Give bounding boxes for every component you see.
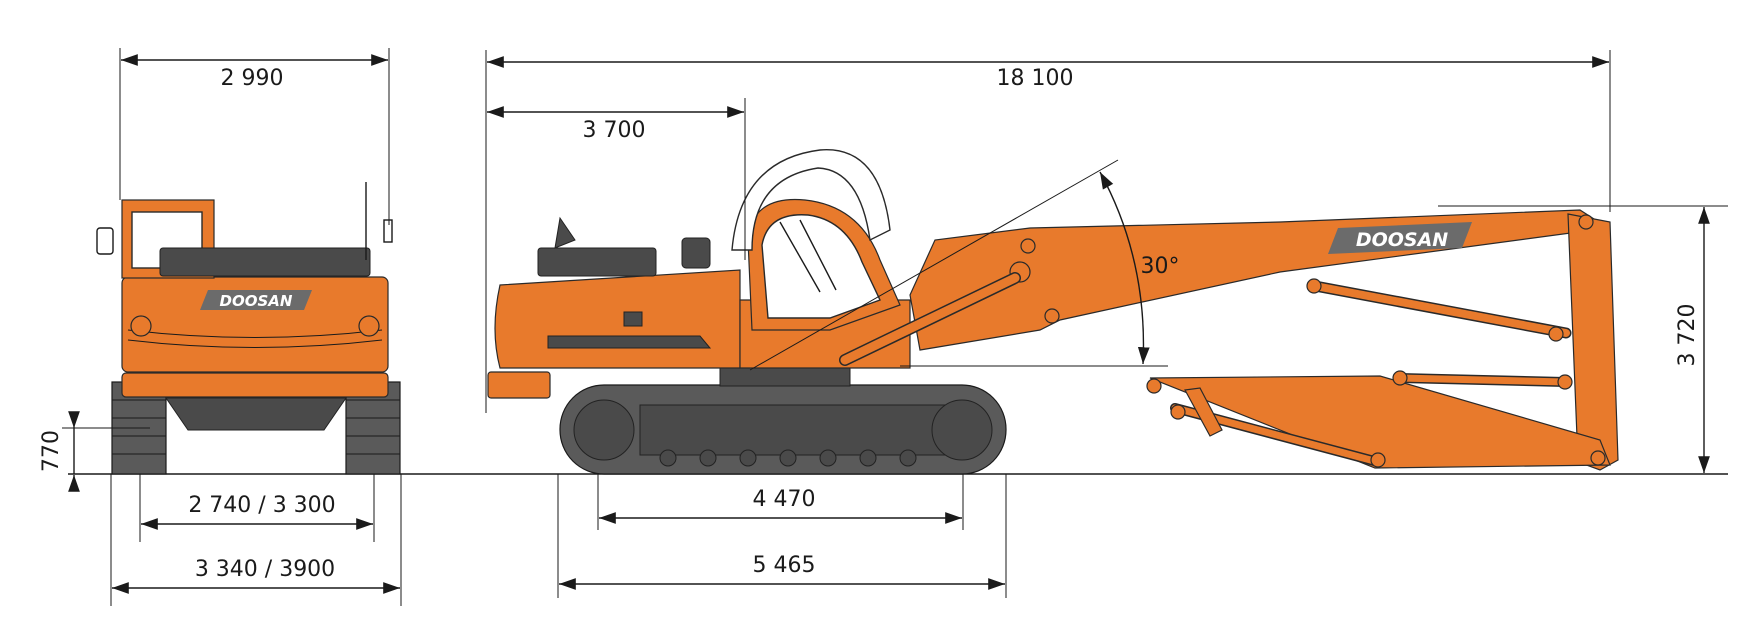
undercarriage-width-label: 3 340 / 3900	[195, 557, 335, 582]
track-frame	[639, 404, 961, 456]
swing-bearing	[719, 367, 851, 387]
boom-logo-plate	[1328, 222, 1472, 254]
boom-logo-text: DOOSAN	[1356, 229, 1448, 251]
overall-length-label: 18 100	[997, 66, 1074, 91]
left-lamp	[130, 315, 152, 337]
side-badge	[623, 311, 643, 327]
track-rollers	[659, 449, 917, 467]
front-upper-body	[121, 276, 389, 373]
side-stripe	[547, 335, 712, 349]
front-logo-plate	[200, 290, 312, 310]
sprocket-wheel	[931, 399, 993, 461]
exhaust-flap	[554, 216, 576, 249]
air-filter	[681, 237, 711, 269]
side-cab-window	[761, 214, 881, 319]
front-logo-text: DOOSAN	[220, 292, 293, 310]
bucket-link	[1184, 387, 1223, 437]
mirror	[383, 219, 393, 243]
boom-angle-arc	[1099, 171, 1150, 365]
body-panel-line	[127, 329, 383, 338]
arm-vertical	[1567, 213, 1619, 471]
front-dimensions: 2 990 2 740 / 3 300 3 340 / 3900 770	[39, 48, 402, 606]
side-engine-hood	[537, 247, 657, 277]
overall-width-label: 2 990	[221, 66, 284, 91]
cab-guard	[731, 149, 891, 251]
track-gauge-label: 2 740 / 3 300	[188, 493, 335, 518]
side-upper-body	[494, 269, 741, 369]
pin-joints	[1020, 214, 1606, 468]
engine-hood	[159, 247, 371, 277]
idler-wheel	[573, 399, 635, 461]
right-lamp	[358, 315, 380, 337]
tumbler-distance-label: 4 470	[753, 487, 816, 512]
front-bumper	[121, 372, 389, 398]
tail-swing-label: 3 700	[583, 118, 646, 143]
carbody	[165, 397, 347, 431]
cab-frame-bar	[779, 221, 821, 293]
boom-angle-reference-line	[749, 159, 1119, 371]
side-dimensions: 18 100 3 700 4 470 5 465 3 720 30°	[485, 50, 1728, 598]
side-view-machine: DOOSAN	[487, 149, 1619, 475]
track-pads	[112, 399, 400, 455]
front-view-machine: DOOSAN	[96, 182, 401, 475]
track-length-label: 5 465	[753, 553, 816, 578]
transport-height-label: 3 720	[1675, 304, 1700, 367]
side-mirror	[96, 227, 114, 255]
boom-angle-label: 30°	[1141, 254, 1180, 279]
ground-clearance-label: 770	[39, 430, 64, 472]
counterweight-step	[487, 371, 551, 399]
